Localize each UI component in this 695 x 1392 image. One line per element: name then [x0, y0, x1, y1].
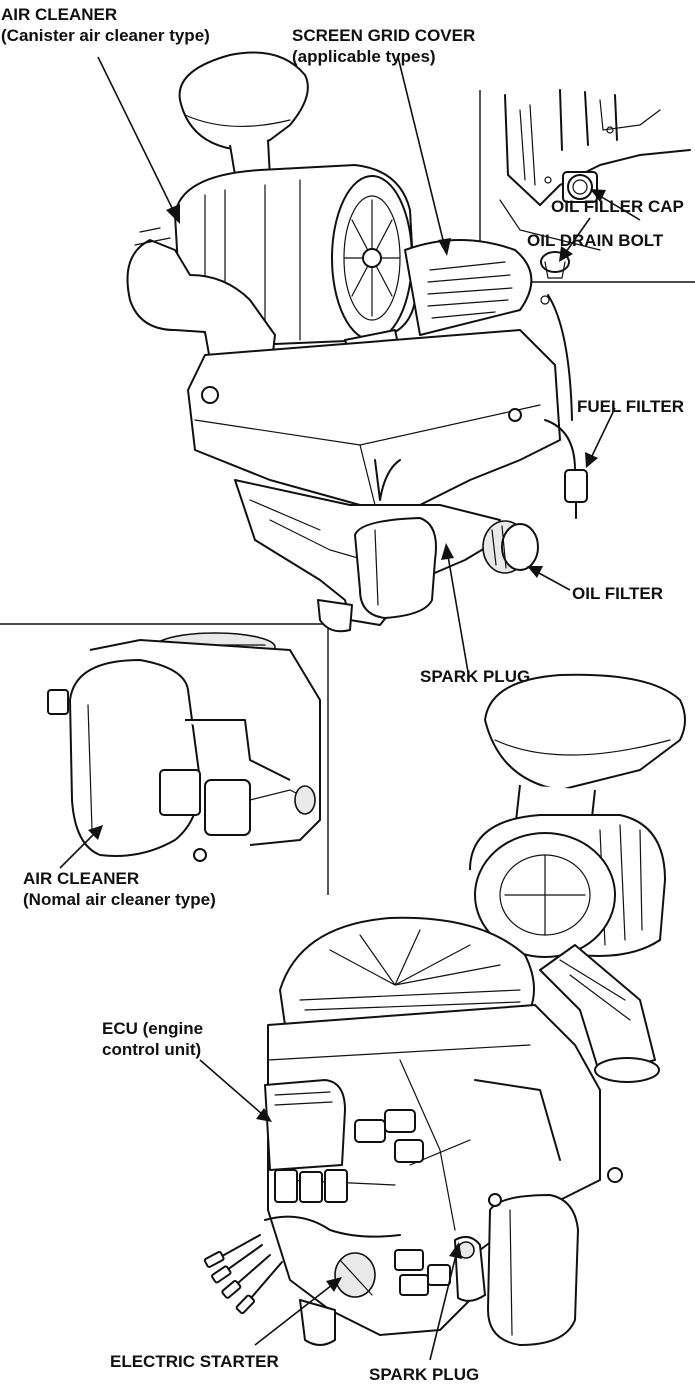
label-fuel-filter: FUEL FILTER [577, 397, 685, 416]
label-spark-plug-top: SPARK PLUG [420, 667, 531, 686]
label-oil-drain-bolt: OIL DRAIN BOLT [527, 231, 664, 250]
leader-spark-plug-top [441, 543, 469, 673]
leader-air-cleaner-canister [97, 56, 180, 224]
label-spark-plug-bottom: SPARK PLUG [369, 1365, 480, 1384]
label-ecu-line2: control unit) [102, 1040, 202, 1059]
label-air-cleaner-canister-subtitle: (Canister air cleaner type) [1, 26, 210, 45]
label-air-cleaner-normal: AIR CLEANER (Nomal air cleaner type) [23, 868, 216, 910]
leader-spark-plug-bottom [429, 1242, 462, 1361]
leader-oil-filter [527, 566, 571, 591]
bottom-engine-drawing [203, 673, 686, 1346]
leader-ecu [199, 1059, 272, 1122]
leader-oil-filler-cap [559, 217, 591, 262]
label-oil-filter: OIL FILTER [572, 584, 663, 603]
label-screen-grid-cover: SCREEN GRID COVER (applicable types) [292, 25, 475, 67]
label-ecu-line1: ECU (engine [102, 1019, 204, 1038]
label-screen-grid-cover-subtitle: (applicable types) [292, 47, 436, 66]
label-oil-filler-cap: OIL FILLER CAP [551, 197, 684, 216]
leader-air-cleaner-normal [59, 825, 103, 869]
leader-electric-starter [254, 1277, 342, 1346]
label-electric-starter: ELECTRIC STARTER [110, 1352, 279, 1371]
leader-oil-drain-bolt [590, 189, 641, 221]
leader-fuel-filter [585, 407, 616, 468]
top-engine-drawing [126, 51, 588, 633]
label-air-cleaner-normal-subtitle: (Nomal air cleaner type) [23, 890, 216, 909]
label-air-cleaner-canister: AIR CLEANER (Canister air cleaner type) [1, 4, 210, 46]
normal-air-cleaner-drawing [47, 632, 321, 862]
label-screen-grid-cover-title: SCREEN GRID COVER [292, 26, 476, 45]
leader-screen-grid-cover [397, 56, 451, 256]
label-ecu: ECU (engine control unit) [102, 1018, 203, 1060]
oil-drain-detail-drawing [499, 89, 691, 251]
label-air-cleaner-canister-title: AIR CLEANER [1, 5, 118, 24]
label-air-cleaner-normal-title: AIR CLEANER [23, 869, 140, 888]
